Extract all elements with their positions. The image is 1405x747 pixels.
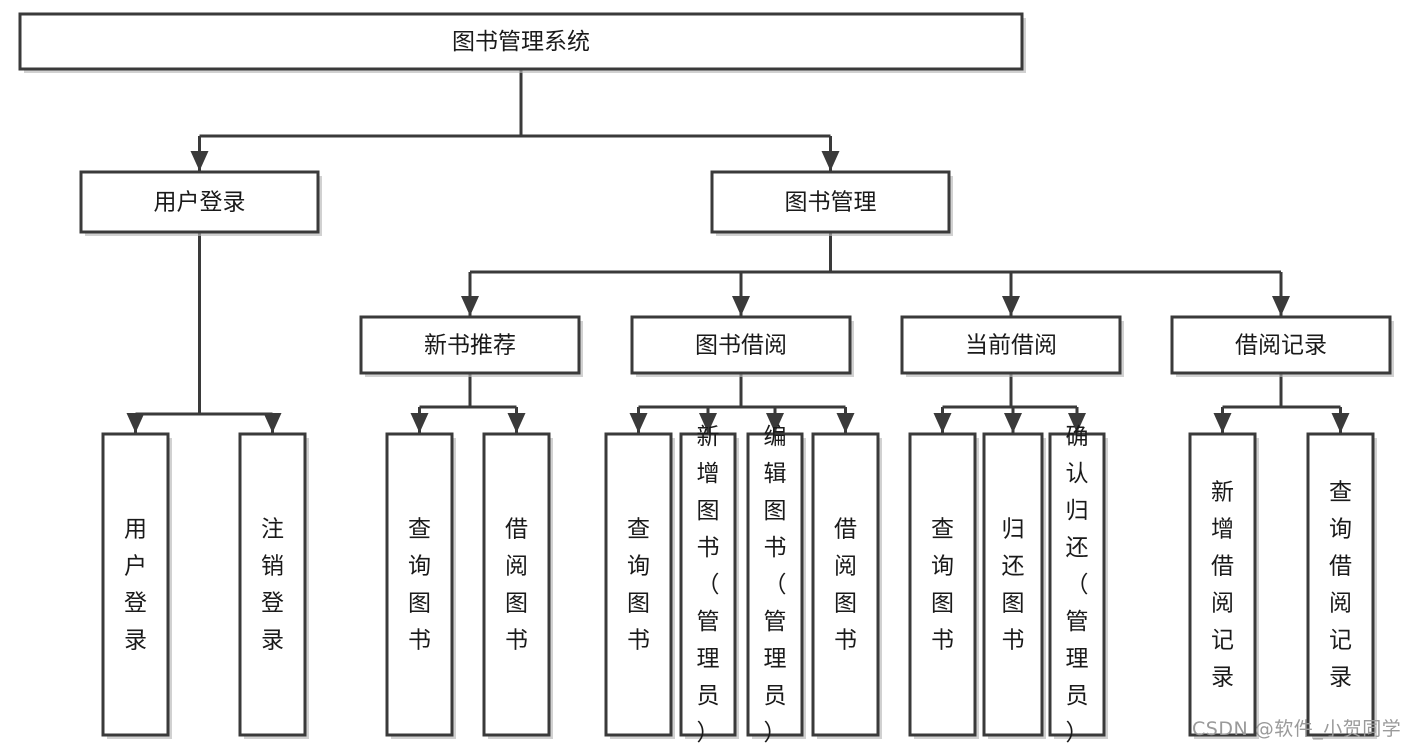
node-box[interactable] [238, 432, 307, 737]
node-box[interactable] [101, 432, 170, 737]
node-label: 查询图书 [627, 517, 650, 654]
node-leaf-logout[interactable]: 注销登录 [238, 432, 309, 739]
node-box[interactable] [482, 432, 551, 737]
current-borrow-arrow-0 [933, 413, 952, 433]
node-label: 确认归还（管理员） [1066, 424, 1089, 746]
node-box[interactable] [630, 315, 852, 375]
node-label: 查询图书 [931, 517, 954, 654]
node-box[interactable] [1170, 315, 1392, 375]
node-current-borrow[interactable]: 当前借阅 [900, 315, 1124, 377]
node-label: 当前借阅 [965, 333, 1057, 359]
node-label: 图书管理 [785, 190, 877, 216]
node-leaf-query-record[interactable]: 查询借阅记录 [1306, 432, 1377, 739]
node-label: 查询图书 [408, 517, 431, 654]
root-arrow-1 [821, 151, 840, 171]
node-leaf-add-book[interactable]: 新增图书（管理员） [679, 424, 739, 746]
node-box[interactable] [1188, 432, 1257, 737]
node-label: 借阅图书 [834, 517, 857, 654]
node-leaf-user-login[interactable]: 用户登录 [101, 432, 172, 739]
node-box[interactable] [359, 315, 581, 375]
node-label: 图书借阅 [695, 333, 787, 359]
node-root[interactable]: 图书管理系统 [18, 12, 1026, 73]
node-leaf-borrow-book-1[interactable]: 借阅图书 [482, 432, 553, 739]
node-label: 用户登录 [124, 517, 147, 654]
node-book-borrow[interactable]: 图书借阅 [630, 315, 854, 377]
node-box[interactable] [811, 432, 880, 737]
node-box[interactable] [604, 432, 673, 737]
node-box[interactable] [79, 170, 320, 234]
book-borrow-arrow-1 [699, 413, 717, 433]
root-arrow-0 [190, 151, 209, 171]
node-label: 编辑图书（管理员） [764, 424, 787, 746]
book-manage-arrow-2 [1002, 296, 1020, 316]
node-box[interactable] [1048, 432, 1106, 737]
new-book-rec-arrow-1 [507, 413, 526, 433]
node-label: 新书推荐 [424, 333, 516, 359]
node-book-manage[interactable]: 图书管理 [710, 170, 953, 236]
node-leaf-query-book-3[interactable]: 查询图书 [908, 432, 979, 739]
node-leaf-edit-book[interactable]: 编辑图书（管理员） [746, 424, 806, 746]
node-box[interactable] [746, 432, 804, 737]
node-box[interactable] [710, 170, 951, 234]
node-label: 用户登录 [154, 190, 246, 216]
book-borrow-arrow-2 [766, 413, 784, 433]
node-label: 查询借阅记录 [1329, 480, 1352, 691]
node-label: 新增图书（管理员） [697, 424, 720, 746]
book-borrow-arrow-0 [629, 413, 648, 433]
book-manage-arrow-1 [732, 296, 750, 316]
node-label: 新增借阅记录 [1211, 480, 1234, 691]
node-box[interactable] [1306, 432, 1375, 737]
node-label: 借阅记录 [1235, 333, 1327, 359]
node-leaf-query-book-2[interactable]: 查询图书 [604, 432, 675, 739]
node-layer: 图书管理系统用户登录图书管理新书推荐图书借阅当前借阅借阅记录用户登录注销登录查询… [18, 12, 1394, 746]
book-borrow-arrow-3 [836, 413, 855, 433]
node-box[interactable] [900, 315, 1122, 375]
node-box[interactable] [908, 432, 977, 737]
borrow-record-arrow-1 [1331, 413, 1350, 433]
watermark-text: CSDN @软件_小贺同学 [1192, 718, 1402, 740]
node-label: 注销登录 [261, 517, 284, 654]
node-leaf-query-book-1[interactable]: 查询图书 [385, 432, 456, 739]
node-leaf-confirm-return[interactable]: 确认归还（管理员） [1048, 424, 1108, 746]
node-label: 图书管理系统 [452, 29, 590, 55]
node-leaf-add-record[interactable]: 新增借阅记录 [1188, 432, 1259, 739]
node-borrow-record[interactable]: 借阅记录 [1170, 315, 1394, 377]
node-user-login[interactable]: 用户登录 [79, 170, 322, 236]
current-borrow-arrow-2 [1068, 413, 1086, 433]
new-book-rec-arrow-0 [410, 413, 429, 433]
node-box[interactable] [982, 432, 1044, 737]
node-box[interactable] [679, 432, 737, 737]
node-label: 借阅图书 [505, 517, 528, 654]
node-label: 归还图书 [1002, 517, 1025, 654]
node-box[interactable] [385, 432, 454, 737]
borrow-record-arrow-0 [1213, 413, 1232, 433]
node-new-book-rec[interactable]: 新书推荐 [359, 315, 583, 377]
node-box[interactable] [18, 12, 1024, 71]
node-leaf-borrow-book-2[interactable]: 借阅图书 [811, 432, 882, 739]
book-manage-arrow-0 [461, 296, 479, 316]
user-login-arrow-1 [263, 413, 282, 433]
edge-layer [126, 69, 1350, 433]
user-login-arrow-0 [126, 413, 145, 433]
current-borrow-arrow-1 [1004, 413, 1022, 433]
book-manage-arrow-3 [1272, 296, 1290, 316]
node-leaf-return-book[interactable]: 归还图书 [982, 432, 1046, 739]
